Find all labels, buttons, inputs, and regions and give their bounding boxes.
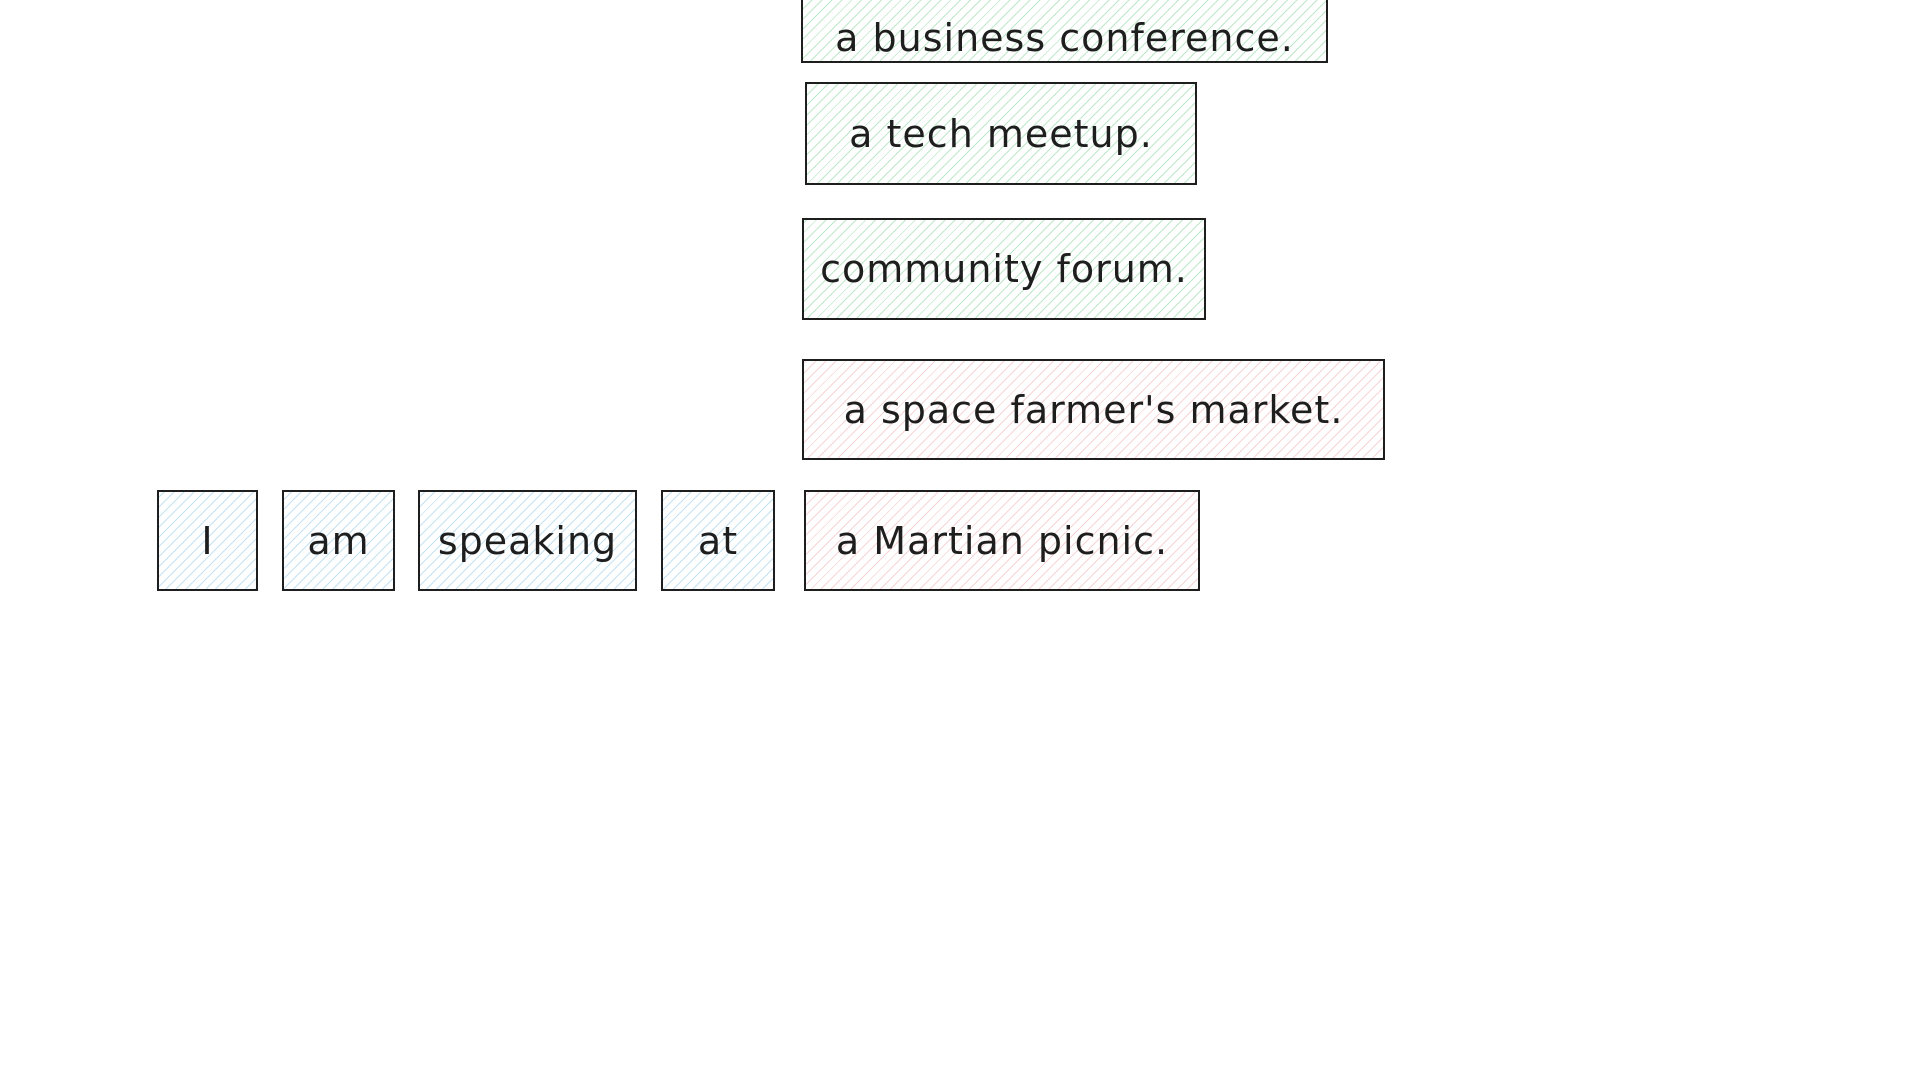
completion-label: a Martian picnic. (835, 518, 1169, 563)
word-label: am (307, 518, 370, 563)
completion-box-tech-meetup[interactable]: a tech meetup. (805, 82, 1197, 185)
word-label: speaking (437, 518, 618, 563)
word-box-at[interactable]: at (661, 490, 775, 591)
completion-label: community forum. (820, 247, 1188, 291)
completion-box-business-conference[interactable]: a business conference. (801, 0, 1328, 63)
completion-label: a business conference. (835, 15, 1294, 60)
completion-box-martian-picnic[interactable]: a Martian picnic. (804, 490, 1200, 591)
completion-box-space-farmers-market[interactable]: a space farmer's market. (802, 359, 1385, 460)
word-box-speaking[interactable]: speaking (418, 490, 637, 591)
completion-box-community-forum[interactable]: community forum. (802, 218, 1206, 320)
word-label: at (697, 518, 739, 563)
completion-label: a tech meetup. (849, 111, 1153, 156)
word-box-i[interactable]: I (157, 490, 258, 591)
completion-label: a space farmer's market. (843, 387, 1344, 432)
word-box-am[interactable]: am (282, 490, 395, 591)
word-label: I (201, 518, 214, 563)
